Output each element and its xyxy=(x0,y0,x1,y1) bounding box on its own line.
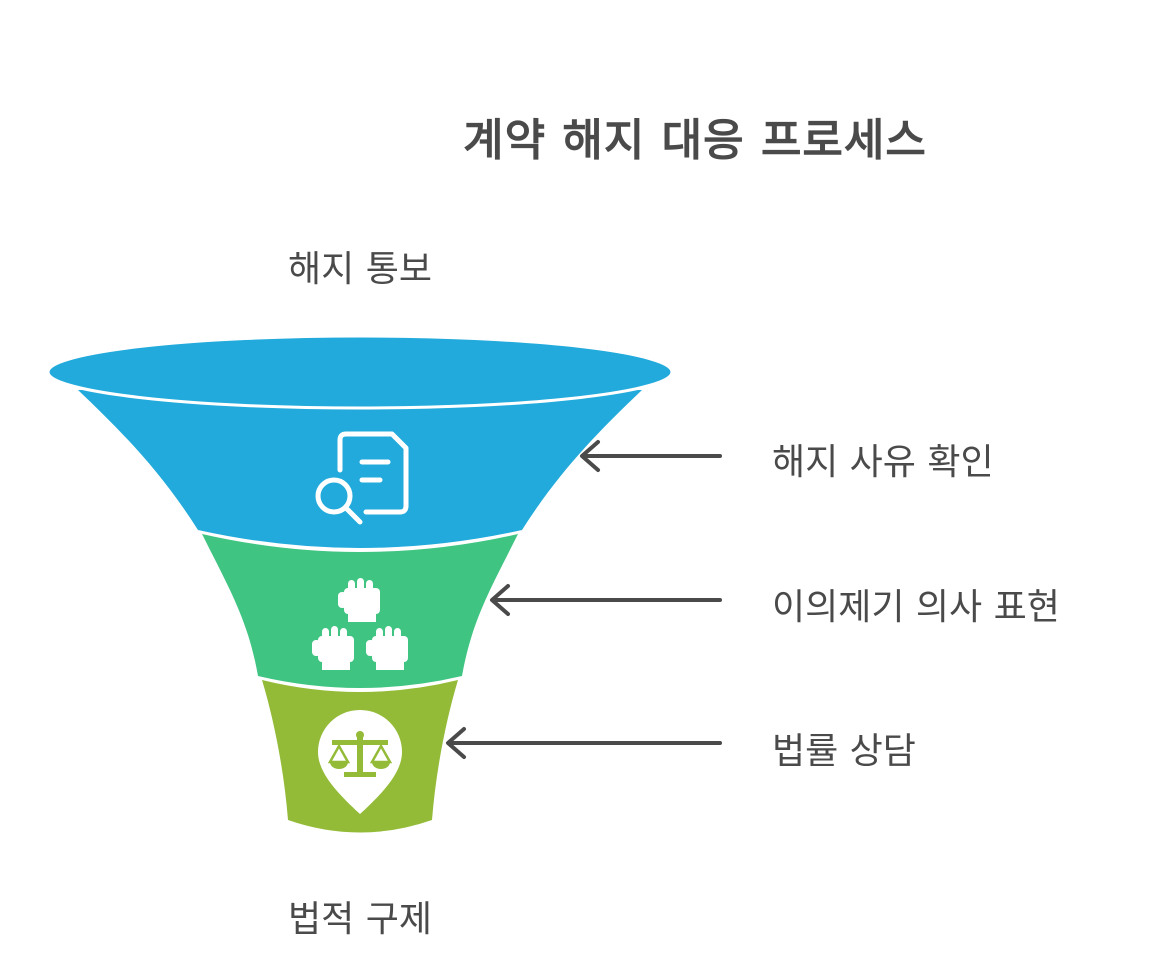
funnel-rim xyxy=(46,334,674,410)
diagram-title: 계약 해지 대응 프로세스 xyxy=(463,115,927,166)
stage-1-label: 해지 사유 확인 xyxy=(772,442,994,483)
stage-2-label: 이의제기 의사 표현 xyxy=(772,587,1060,628)
raised-hands-icon xyxy=(312,578,408,670)
stage-3-label: 법률 상담 xyxy=(772,731,916,772)
arrow-stage-1 xyxy=(580,440,722,472)
funnel-stage-1 xyxy=(78,390,642,548)
arrow-stage-2 xyxy=(490,584,722,616)
funnel-bottom-label: 법적 구제 xyxy=(288,899,432,940)
legal-scale-pin-icon xyxy=(318,709,403,814)
document-search-icon xyxy=(315,431,409,525)
arrow-stage-3 xyxy=(446,727,722,759)
funnel-top-label: 해지 통보 xyxy=(288,249,432,290)
